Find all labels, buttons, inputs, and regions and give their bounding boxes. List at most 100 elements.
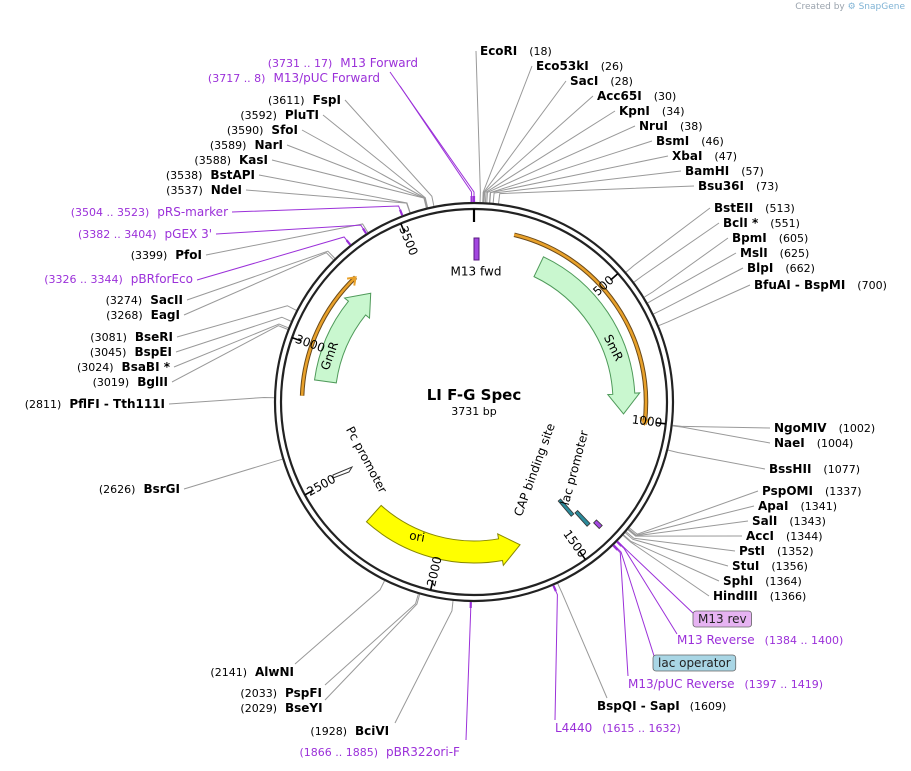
primer-name: M13/pUC Reverse [628,677,735,691]
tick-label: 1500 [560,527,589,560]
primer-leader [465,601,472,741]
site-pspfi[interactable]: PspFI(2033) [240,686,322,700]
site-leader [245,189,411,213]
primer-pgex-3[interactable]: pGEX 3'(3382 .. 3404) [78,227,212,241]
site-name: XbaI [672,149,702,163]
site-psti[interactable]: PstI(1352) [739,544,814,558]
site-name: PspOMI [762,484,813,498]
site-sacii[interactable]: SacII(3274) [106,293,183,307]
site-bcli[interactable]: BclI *(551) [723,216,800,230]
primer-m13-puc-reverse[interactable]: M13/pUC Reverse(1397 .. 1419) [628,677,823,691]
site-eagi[interactable]: EagI(3268) [106,308,180,322]
primer-pbr322ori-f[interactable]: pBR322ori-F(1866 .. 1885) [299,745,460,759]
site-bstapi[interactable]: BstAPI(3538) [166,168,255,182]
site-ecori[interactable]: EcoRI(18) [480,44,552,58]
site-bglii[interactable]: BglII(3019) [93,375,168,389]
site-sphi[interactable]: SphI(1364) [723,574,802,588]
site-leader [173,323,289,368]
site-bamhi[interactable]: BamHI(57) [685,164,764,178]
site-acc65i[interactable]: Acc65I(30) [597,89,676,103]
site-nari[interactable]: NarI(3589) [210,138,283,152]
site-acci[interactable]: AccI(1344) [746,529,823,543]
site-pluti[interactable]: PluTI(3592) [240,108,319,122]
lac-promoter-label: lac promoter [558,429,591,507]
site-bcivi[interactable]: BciVI(1928) [310,724,389,738]
site-bsmi[interactable]: BsmI(46) [656,134,724,148]
site-ngomiv[interactable]: NgoMIV(1002) [774,421,875,435]
site-blpi[interactable]: BlpI (662) [747,261,815,275]
site-leader [627,529,743,537]
site-name: ApaI [758,499,788,513]
site-name: HindIII [713,589,758,603]
site-sali[interactable]: SalI(1343) [752,514,826,528]
site-leader [672,424,771,429]
site-name: BclI * [723,216,759,230]
site-name: PspFI [285,686,322,700]
primer-leader [399,85,473,203]
primer-l4440[interactable]: L4440(1615 .. 1632) [555,721,681,735]
site-msli[interactable]: MslI(625) [740,246,809,260]
site-nrui[interactable]: NruI(38) [639,119,703,133]
site-bspqi-sapi[interactable]: BspQI - SapI(1609) [597,699,726,713]
lac-operator-box-label-box [652,654,737,672]
site-name: BstAPI [210,168,255,182]
ori-feature-arrow [365,504,521,567]
site-name: SacII [150,293,183,307]
site-bseyi[interactable]: BseYI(2029) [240,701,322,715]
site-name: NarI [254,138,283,152]
site-ndei[interactable]: NdeI(3537) [166,183,242,197]
site-name: Bsu36I [698,179,744,193]
pc-promoter-label: Pc promoter [343,424,390,495]
site-bfuai-bspmi[interactable]: BfuAI - BspMI(700) [754,278,887,292]
site-naei[interactable]: NaeI(1004) [774,436,853,450]
site-name: MslI [740,246,768,260]
site-leader [486,125,636,203]
site-position: (513) [765,202,795,215]
site-kasi[interactable]: KasI(3588) [194,153,268,167]
pc-promoter-icon [332,465,354,479]
m13-rev-box-label[interactable]: M13 rev [692,610,752,628]
primer-m13-reverse[interactable]: M13 Reverse(1384 .. 1400) [677,633,843,647]
site-hindiii[interactable]: HindIII(1366) [713,589,806,603]
site-apai[interactable]: ApaI(1341) [758,499,837,513]
site-position: (3081) [90,331,127,344]
primer-site-tick [612,544,619,551]
primer-leader [389,71,475,202]
primer-pbrforeco[interactable]: pBRforEco(3326 .. 3344) [44,272,193,286]
site-position: (662) [785,262,815,275]
site-leader [168,396,275,405]
site-pflfi-tth111i[interactable]: PflFI - Tth111I(2811) [25,397,165,411]
primer-prs-marker[interactable]: pRS-marker(3504 .. 3523) [71,205,228,219]
site-name: PstI [739,544,765,558]
site-eco53ki[interactable]: Eco53kI(26) [536,59,623,73]
site-position: (1343) [789,515,826,528]
primer-m13-puc-forward[interactable]: M13/pUC Forward(3717 .. 8) [208,71,380,85]
site-sfoi[interactable]: SfoI(3590) [227,123,298,137]
site-pspomi[interactable]: PspOMI(1337) [762,484,862,498]
site-bsu36i[interactable]: Bsu36I(73) [698,179,779,193]
site-bsteii[interactable]: BstEII(513) [714,201,795,215]
site-bspei[interactable]: BspEI(3045) [90,345,172,359]
site-kpni[interactable]: KpnI(34) [619,104,685,118]
tick-label: 2500 [304,472,338,499]
site-bpmi[interactable]: BpmI(605) [732,231,808,245]
primer-m13-forward[interactable]: M13 Forward(3731 .. 17) [268,56,418,70]
site-bseri[interactable]: BseRI(3081) [90,330,173,344]
site-name: BlpI [747,261,773,275]
lac-operator-box-label[interactable]: lac operator [652,654,737,672]
site-name: EagI [151,308,180,322]
site-alwni[interactable]: AlwNI(2141) [210,665,294,679]
site-saci[interactable]: SacI(28) [570,74,633,88]
site-xbai[interactable]: XbaI(47) [672,149,737,163]
site-position: (2141) [210,666,247,679]
site-bsrgi[interactable]: BsrGI(2626) [99,482,180,496]
primer-range: (1384 .. 1400) [765,634,844,647]
lac-operator-box-label-leader [613,544,656,660]
site-stui[interactable]: StuI(1356) [732,559,808,573]
gmr-primer-bar-head-icon [346,276,357,286]
site-bsshii[interactable]: BssHII(1077) [769,462,860,476]
site-name: BfuAI - BspMI [754,278,845,292]
site-bsabi[interactable]: BsaBI *(3024) [77,360,171,374]
site-fspi[interactable]: FspI(3611) [268,93,341,107]
site-pfoi[interactable]: PfoI(3399) [131,248,202,262]
